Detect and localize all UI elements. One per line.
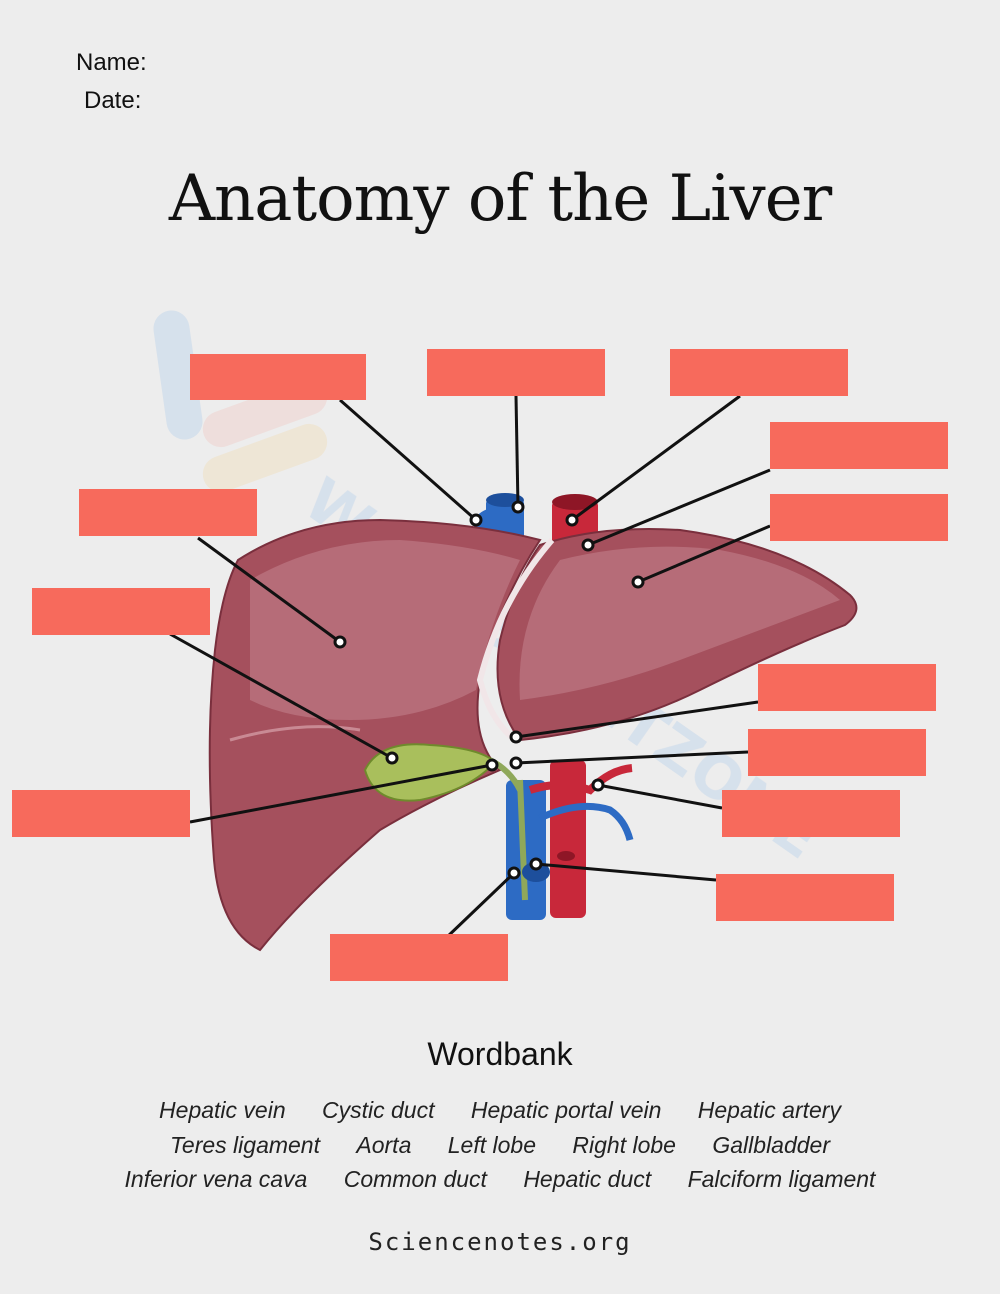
wordbank-row-1: Hepatic vein Cystic duct Hepatic portal … [0,1097,1000,1124]
label-blank-3[interactable] [670,349,848,396]
wordbank-term: Hepatic portal vein [470,1097,662,1123]
wordbank-term: Hepatic duct [523,1166,652,1192]
wordbank-term: Left lobe [447,1132,537,1158]
wordbank-term: Common duct [343,1166,487,1192]
label-blank-9[interactable] [748,729,926,776]
label-blank-6[interactable] [79,489,257,536]
wordbank-term: Hepatic artery [697,1097,841,1123]
wordbank-term: Hepatic vein [159,1097,286,1123]
wordbank-title: Wordbank [427,1036,573,1072]
date-label: Date: [84,87,142,114]
label-blank-12[interactable] [716,874,894,921]
falciform-ligament-shape [476,538,555,743]
label-blank-8[interactable] [758,664,936,711]
wordbank-row-2: Teres ligament Aorta Left lobe Right lob… [0,1132,1000,1159]
label-blank-4[interactable] [770,422,948,469]
label-blank-13[interactable] [330,934,508,981]
page-title: Anatomy of the Liver [168,162,832,236]
wordbank-term: Falciform ligament [687,1166,876,1192]
wordbank-row-3: Inferior vena cava Common duct Hepatic d… [0,1166,1000,1193]
label-blank-5[interactable] [770,494,948,541]
wordbank-term: Cystic duct [322,1097,435,1123]
wordbank-term: Teres ligament [169,1132,320,1158]
leader-points [333,500,645,880]
label-blank-10[interactable] [722,790,900,837]
label-blank-7[interactable] [32,588,210,635]
footer-source: Sciencenotes.org [368,1228,632,1256]
wordbank-term: Gallbladder [712,1132,831,1158]
label-blank-1[interactable] [190,354,366,400]
name-label: Name: [76,49,147,76]
label-blank-11[interactable] [12,790,190,837]
wordbank-term: Right lobe [572,1132,676,1158]
wordbank-term: Inferior vena cava [124,1166,308,1192]
leader-lines [169,394,771,940]
label-blank-2[interactable] [427,349,605,396]
vessels-bottom [506,760,634,920]
wordbank-term: Aorta [356,1132,412,1158]
